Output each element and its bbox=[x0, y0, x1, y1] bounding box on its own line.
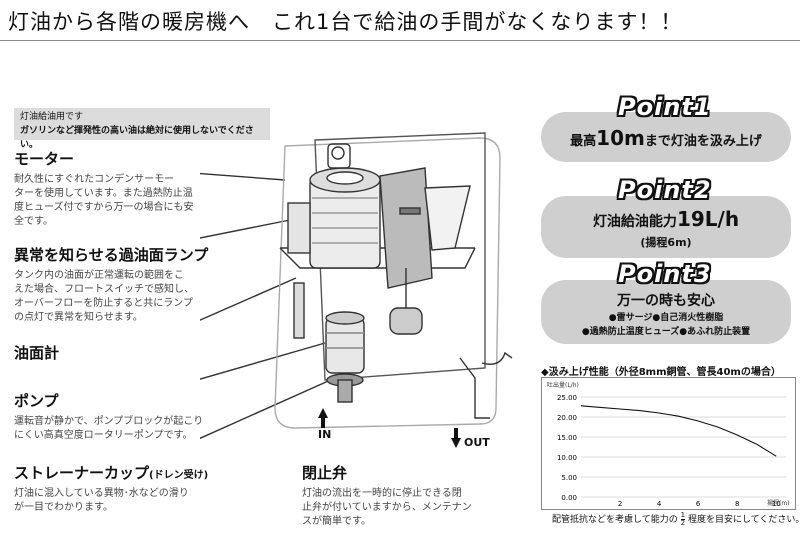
section-motor-line: 全です。 bbox=[14, 216, 53, 227]
point2-pill bbox=[541, 196, 791, 258]
notice-box: 灯油給油用です ガソリンなど揮発性の高い油は絶対に使用しないでください。 bbox=[14, 108, 270, 150]
out-label: OUT bbox=[464, 436, 490, 449]
section-motor-line: 度ヒューズ付ですから万一の場合にも安 bbox=[14, 202, 194, 213]
section-strainer: ストレーナーカップ(ドレン受け) 灯油に混入している異物･水などの滑り が一目で… bbox=[14, 462, 208, 515]
chart-ytick-label: 0.00 bbox=[561, 494, 577, 502]
section-pump-line: にくい高真空度ロータリーポンプです。 bbox=[14, 430, 193, 441]
point3-pill bbox=[541, 280, 791, 344]
in-arrow-icon bbox=[318, 408, 328, 428]
chart-series-line bbox=[580, 405, 777, 457]
product-illustration bbox=[200, 132, 513, 448]
section-strainer-line: が一目でわかります。 bbox=[14, 502, 113, 513]
point1-text: 最高10mまで灯油を汲み上げ bbox=[541, 126, 791, 150]
point2-pre: 灯油給油能力 bbox=[592, 214, 677, 230]
section-lamp-line: の点灯で異常を知らせます。 bbox=[14, 312, 143, 323]
section-valve-line: スが簡単です。 bbox=[302, 516, 371, 527]
point1-big: 10m bbox=[596, 126, 645, 150]
callout-strainer-line bbox=[200, 377, 336, 440]
section-valve-line: 灯油の流出を一時的に停止できる閉 bbox=[302, 488, 462, 499]
callout-gauge-line bbox=[200, 277, 297, 321]
section-pump-line: 運転音が静かで、ポンプブロックが起こり bbox=[14, 416, 204, 427]
point3-line3: ●過熱防止温度ヒューズ●あふれ防止装置 bbox=[581, 327, 751, 337]
callout-motor-line bbox=[200, 172, 286, 181]
chart-xtick-label: 4 bbox=[657, 500, 662, 508]
section-strainer-line: 灯油に混入している異物･水などの滑り bbox=[14, 488, 189, 499]
section-pump-title: ポンプ bbox=[14, 392, 59, 410]
point1-pill bbox=[541, 112, 791, 162]
chart-xlabel: 揚程(m) bbox=[767, 499, 790, 507]
notice-line-1: 灯油給油用です bbox=[20, 112, 84, 122]
notice-line-2: ガソリンなど揮発性の高い油は絶対に使用しないでください。 bbox=[20, 126, 254, 150]
section-lamp-line: オーバーフローを防止すると共にランプ bbox=[14, 298, 193, 309]
chart-ytick-label: 20.00 bbox=[557, 414, 577, 422]
chart-ytick-label: 5.00 bbox=[561, 474, 577, 482]
point2-big: 19L/h bbox=[676, 207, 740, 231]
headline-divider bbox=[0, 40, 800, 41]
callout-pump-line bbox=[200, 342, 326, 380]
chart-note-fraction-num: 1 bbox=[680, 511, 686, 520]
chart-xtick-label: 6 bbox=[696, 500, 701, 508]
performance-chart: 吐出量(L/h) 揚程(m) 0.00 5.00 10.00 15.00 20.00 25… bbox=[541, 377, 796, 510]
out-arrow-icon bbox=[451, 428, 461, 448]
section-valve-line: 止弁が付いていますから、メンテナン bbox=[302, 502, 472, 513]
section-valve: 閉止弁 灯油の流出を一時的に停止できる閉 止弁が付いていますから、メンテナン ス… bbox=[302, 462, 472, 529]
section-pump: ポンプ 運転音が静かで、ポンプブロックが起こり にくい高真空度ロータリーポンプで… bbox=[14, 390, 203, 443]
section-lamp-title: 異常を知らせる過油面ランプ bbox=[14, 246, 209, 264]
point1-badge: Point1 bbox=[618, 93, 712, 121]
point2-text: 灯油給油能力19L/h bbox=[541, 207, 791, 231]
point1-post: まで灯油を汲み上げ bbox=[644, 134, 762, 149]
point3-badge: Point3 bbox=[618, 260, 712, 288]
chart-yticks: 0.00 5.00 10.00 15.00 20.00 25.00 bbox=[557, 394, 577, 502]
section-strainer-title: ストレーナーカップ(ドレン受け) bbox=[14, 462, 208, 483]
section-motor-line: ターを使用しています。また過熱防止温 bbox=[14, 188, 193, 199]
section-lamp: 異常を知らせる過油面ランプ タンク内の油面が正常運転の範囲をこ えた場合、フロー… bbox=[14, 244, 208, 325]
housing-outline bbox=[274, 137, 501, 429]
chart-ytick-label: 15.00 bbox=[557, 434, 577, 442]
chart-xtick-label: 2 bbox=[618, 500, 622, 508]
chart-frame bbox=[541, 377, 796, 510]
in-label: IN bbox=[318, 428, 332, 441]
callout-lamp-line bbox=[200, 217, 301, 239]
chart-xticks: 2 4 6 8 10 bbox=[618, 500, 781, 508]
chart-grid bbox=[581, 396, 786, 498]
section-motor-line: 耐久性にすぐれたコンデンサーモー bbox=[14, 174, 175, 185]
section-gauge: 油面計 bbox=[14, 342, 59, 363]
chart-ytick-label: 25.00 bbox=[557, 394, 577, 402]
chart-xtick-label: 10 bbox=[772, 500, 781, 508]
section-valve-title: 閉止弁 bbox=[302, 464, 348, 482]
section-gauge-title: 油面計 bbox=[14, 344, 60, 362]
section-strainer-title-small: (ドレン受け) bbox=[149, 470, 209, 481]
section-motor-title: モーター bbox=[14, 150, 75, 168]
section-strainer-title-main: ストレーナーカップ bbox=[14, 464, 150, 482]
section-lamp-line: えた場合、フロートスイッチで感知し、 bbox=[14, 284, 194, 295]
chart-title: ◆汲み上げ性能（外径8mm銅管、管長40mの場合） bbox=[541, 367, 781, 378]
chart-note-post: 程度を目安にしてください。 bbox=[687, 515, 800, 525]
chart-note-pre: 配管抵抗などを考慮して能力の bbox=[552, 515, 678, 525]
section-lamp-line: タンク内の油面が正常運転の範囲をこ bbox=[14, 270, 184, 281]
point2-sub: (揚程6m) bbox=[640, 236, 692, 249]
point3-line2: ●雷サージ●自己消火性樹脂 bbox=[608, 313, 724, 323]
section-motor: モーター 耐久性にすぐれたコンデンサーモー ターを使用しています。また過熱防止温… bbox=[14, 148, 194, 229]
page-headline: 灯油から各階の暖房機へ これ1台で給油の手間がなくなります！！ bbox=[8, 10, 683, 34]
point2-badge: Point2 bbox=[618, 176, 712, 204]
chart-ylabel: 吐出量(L/h) bbox=[547, 381, 579, 389]
chart-ytick-label: 10.00 bbox=[557, 454, 577, 462]
point1-pre: 最高 bbox=[570, 134, 597, 149]
chart-note-fraction-den: 2 bbox=[680, 519, 686, 527]
chart-xtick-label: 8 bbox=[735, 500, 739, 508]
point3-title: 万一の時も安心 bbox=[617, 293, 715, 309]
